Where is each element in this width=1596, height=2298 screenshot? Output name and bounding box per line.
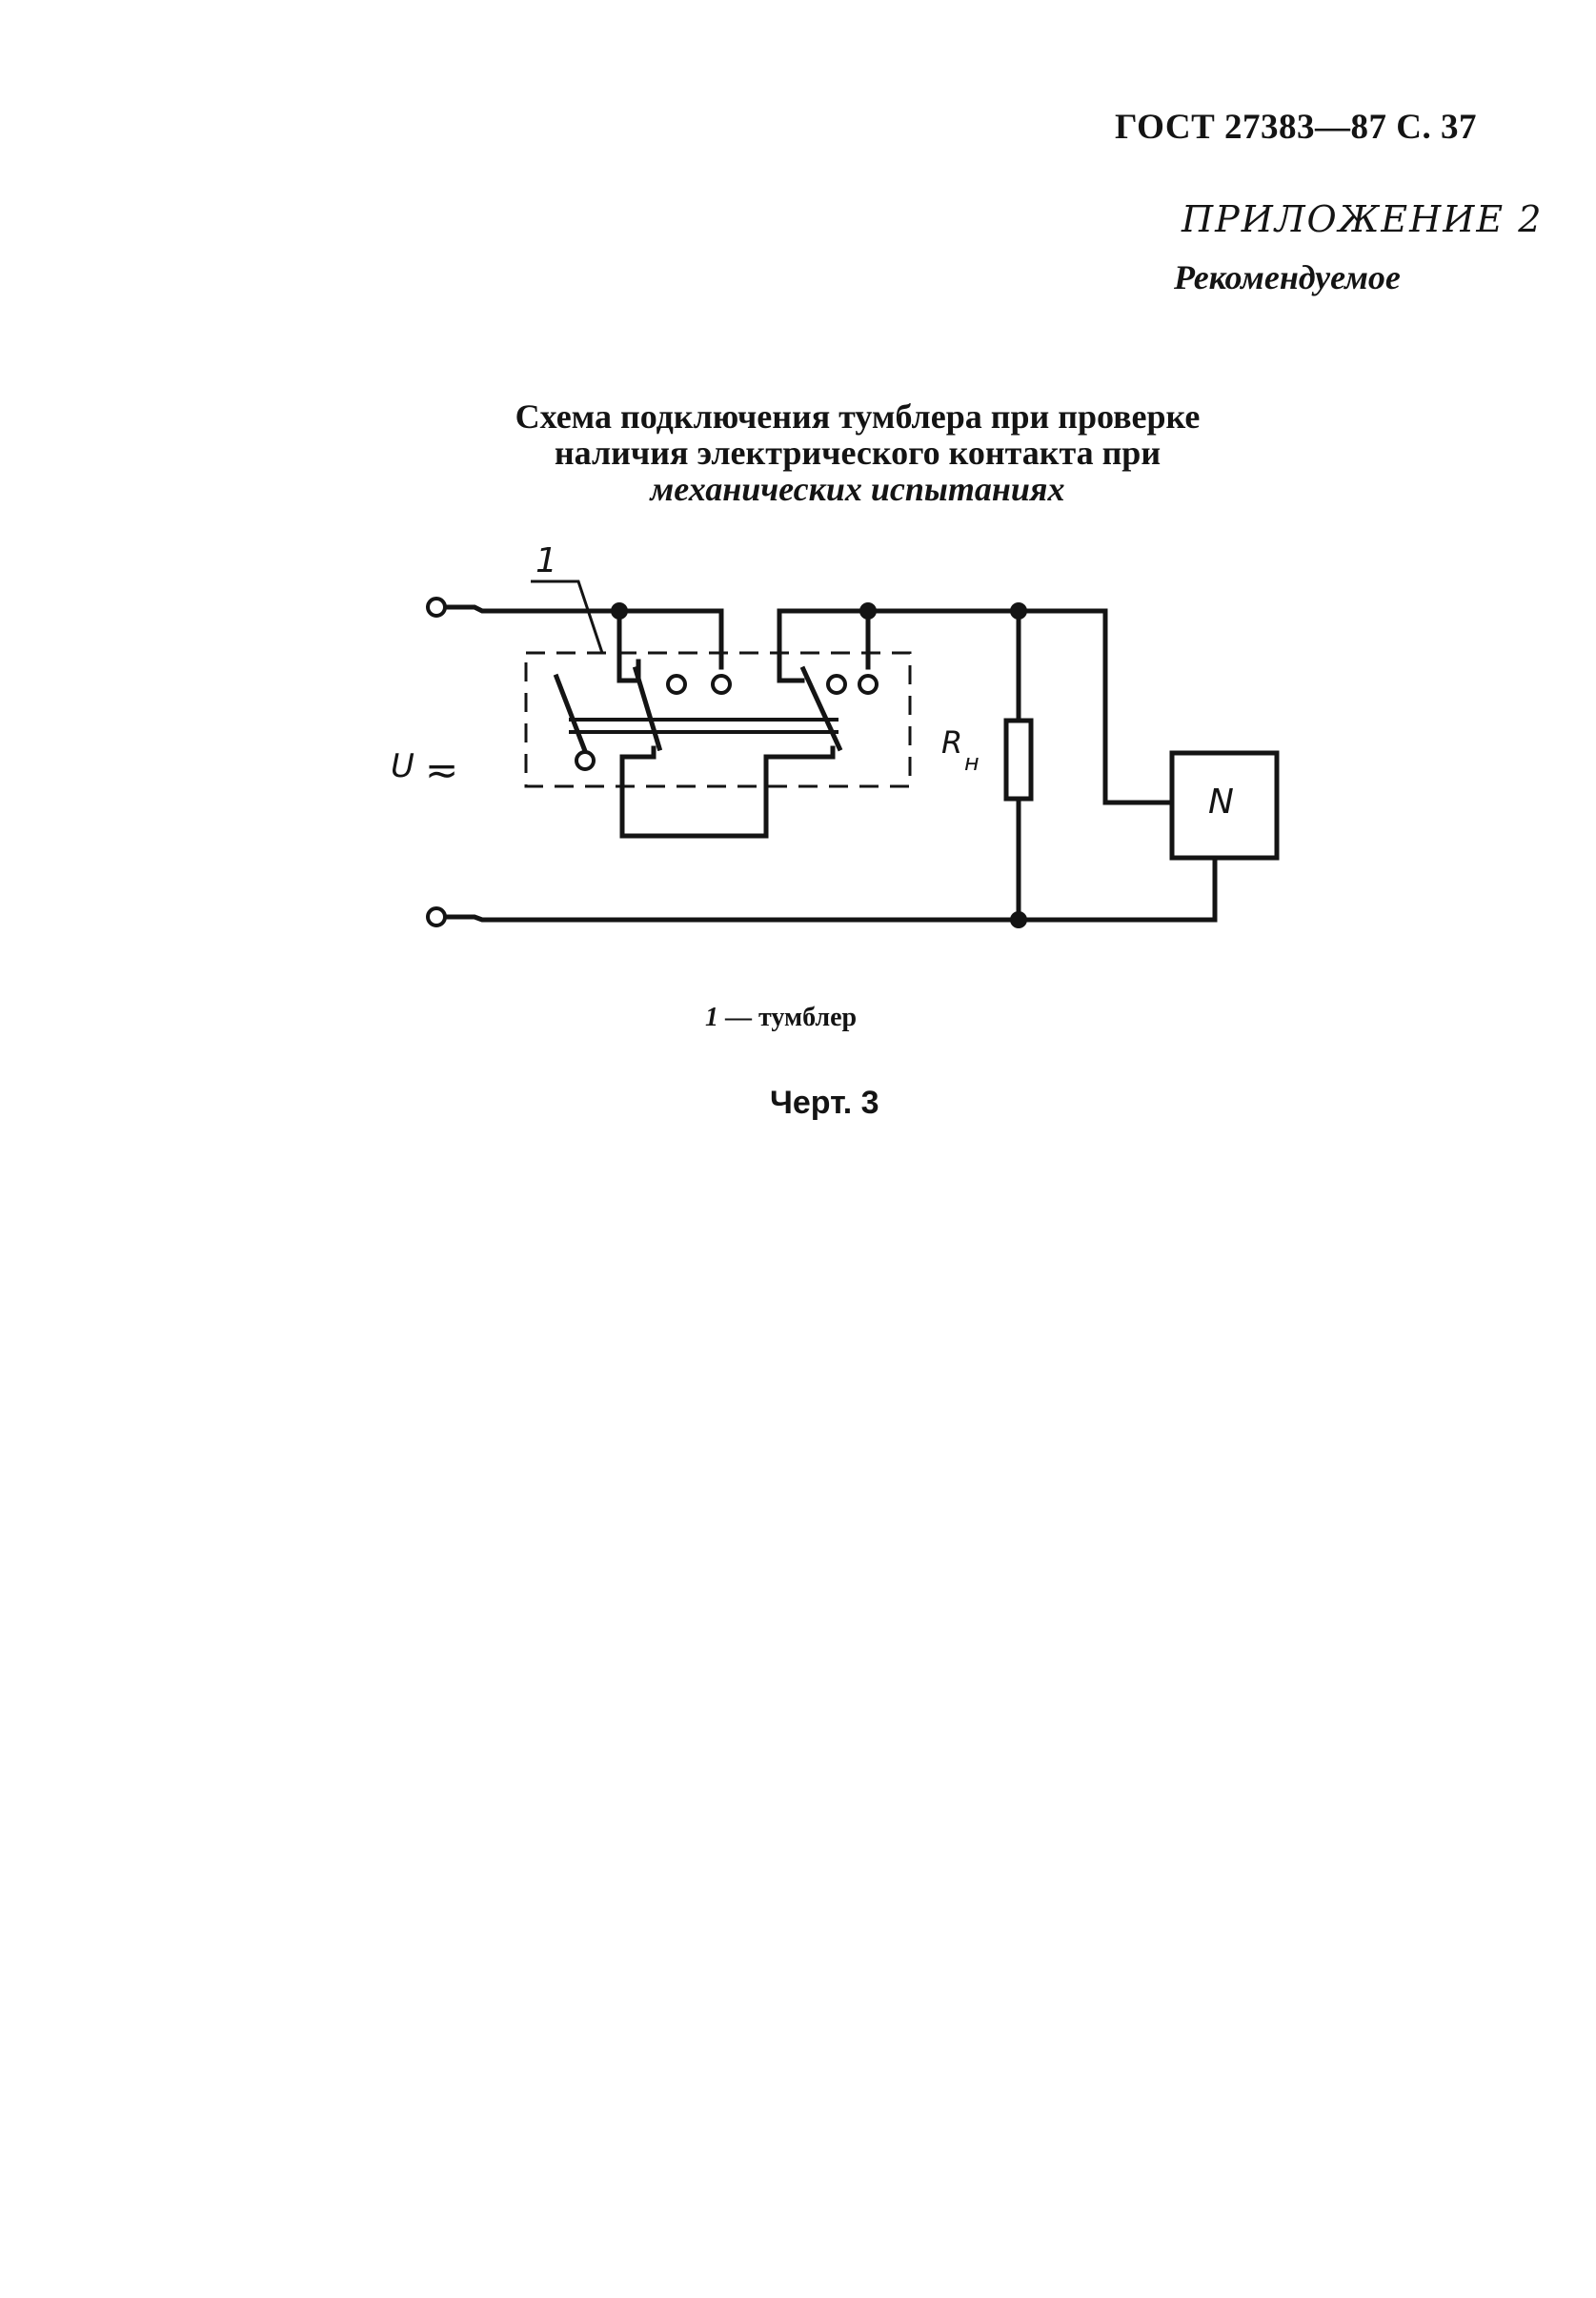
caption-line-2: наличия электрического контакта при bbox=[554, 434, 1162, 472]
voltage-symbol: ≂ bbox=[425, 746, 458, 793]
switch-contact bbox=[575, 750, 596, 771]
device-label: N bbox=[1208, 783, 1234, 822]
junction-dot bbox=[611, 602, 628, 620]
resistor-label: R bbox=[941, 724, 962, 761]
middle-switch-lever bbox=[632, 665, 663, 752]
junction-dot bbox=[859, 602, 877, 620]
switch-contact bbox=[858, 674, 879, 695]
legend-number: 1 bbox=[705, 1003, 718, 1032]
switch-contact bbox=[666, 674, 687, 695]
resistor-body bbox=[1003, 718, 1034, 802]
switch-enclosure bbox=[524, 651, 912, 788]
page-header: ГОСТ 27383—87 С. 37 bbox=[1115, 107, 1496, 148]
figure-caption: Схема подключения тумблера при проверке … bbox=[400, 398, 1315, 507]
junction-dot bbox=[1010, 911, 1027, 928]
switch-contact bbox=[826, 674, 847, 695]
switch-inner-frame bbox=[619, 745, 836, 839]
legend-text: — тумблер bbox=[718, 1003, 858, 1032]
device-box bbox=[1169, 750, 1280, 861]
left-switch-lever bbox=[553, 673, 589, 755]
resistor-subscript: н bbox=[964, 749, 980, 776]
voltage-label: U bbox=[391, 747, 414, 785]
callout-number: 1 bbox=[535, 541, 557, 580]
caption-line-1: Схема подключения тумблера при проверке bbox=[515, 397, 1201, 436]
bottom-input-lead bbox=[442, 855, 1218, 923]
input-terminal-top bbox=[426, 597, 447, 618]
caption-line-3: механических испытаниях bbox=[650, 470, 1065, 508]
switch-contact bbox=[711, 674, 732, 695]
device-feed-line bbox=[1102, 608, 1175, 805]
appendix-title: ПРИЛОЖЕНИЕ 2 bbox=[1182, 198, 1544, 240]
figure-legend: 1 — тумблер bbox=[705, 1003, 857, 1033]
callout-leader bbox=[531, 580, 604, 654]
right-switch-lever bbox=[799, 665, 843, 752]
top-input-lead bbox=[442, 604, 622, 614]
right-section-frame bbox=[777, 608, 805, 683]
junction-dot bbox=[1010, 602, 1027, 620]
input-terminal-bottom bbox=[426, 906, 447, 927]
figure-label: Черт. 3 bbox=[770, 1085, 879, 1121]
appendix-subtitle: Рекомендуемое bbox=[1174, 258, 1401, 296]
standard-reference: ГОСТ 27383—87 С. 37 bbox=[1115, 108, 1477, 147]
